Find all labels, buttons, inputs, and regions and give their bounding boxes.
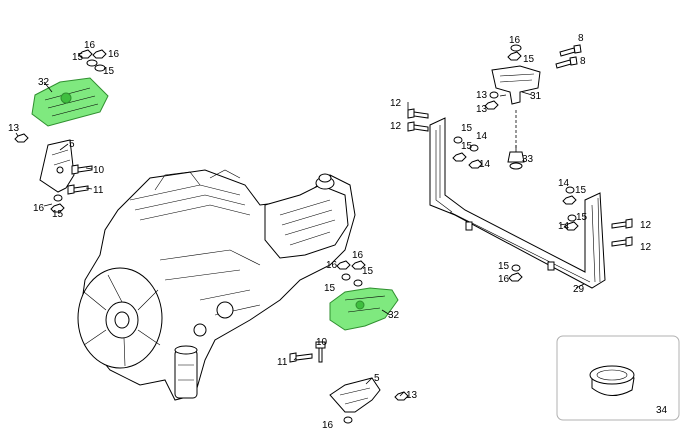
callout-10: 10 [93, 165, 105, 176]
callout-5: 5 [69, 139, 75, 150]
nut-cluster-middle [336, 260, 366, 287]
callout-33: 33 [522, 154, 534, 165]
callout-14: 14 [558, 178, 570, 189]
callout-14: 14 [558, 221, 570, 232]
callout-16: 16 [352, 250, 364, 261]
fasteners-top-right [484, 44, 582, 110]
bracket-5-bottom[interactable] [329, 377, 381, 413]
engine-mount-32-middle[interactable] [329, 287, 399, 331]
callout-13: 13 [8, 123, 20, 134]
callout-31: 31 [530, 91, 542, 102]
callout-16: 16 [84, 40, 96, 51]
callout-15: 15 [576, 212, 588, 223]
callout-16: 16 [326, 260, 338, 271]
callout-14: 14 [479, 159, 491, 170]
callout-29: 29 [573, 284, 585, 295]
callout-13: 13 [476, 90, 488, 101]
callout-32: 32 [388, 310, 400, 321]
inset-cap-34[interactable] [556, 335, 680, 421]
callout-15: 15 [461, 141, 473, 152]
callout-15: 15 [72, 52, 84, 63]
callout-34: 34 [656, 405, 668, 416]
fasteners-frame [407, 108, 633, 282]
callout-12: 12 [640, 242, 652, 253]
callout-14: 14 [476, 131, 488, 142]
callout-13: 13 [476, 104, 488, 115]
engine-mount-32-left[interactable] [31, 77, 109, 127]
callout-11: 11 [277, 357, 288, 368]
fasteners-left [14, 133, 93, 213]
callout-15: 15 [362, 266, 374, 277]
frame-29[interactable] [429, 117, 606, 289]
callout-15: 15 [523, 54, 535, 65]
callout-32: 32 [38, 77, 50, 88]
callout-12: 12 [640, 220, 652, 231]
callout-8: 8 [580, 56, 586, 67]
fan [77, 267, 163, 369]
callout-11: 11 [93, 185, 104, 196]
callout-16: 16 [322, 420, 334, 429]
fasteners-bottom [289, 341, 409, 424]
callout-15: 15 [52, 209, 64, 220]
bracket-5-left[interactable] [39, 139, 75, 193]
callout-12: 12 [390, 121, 402, 132]
leader-lines [15, 81, 585, 397]
callout-16: 16 [498, 274, 510, 285]
callout-15: 15 [498, 261, 510, 272]
callout-15: 15 [461, 123, 473, 134]
callout-5: 5 [374, 373, 380, 384]
callout-10: 10 [316, 337, 328, 348]
engine-assembly [77, 169, 356, 401]
callout-13: 13 [406, 390, 418, 401]
callout-labels: 16 16 15 15 32 13 5 10 11 16 15 16 16 15… [8, 33, 668, 429]
callout-16: 16 [33, 203, 45, 214]
callout-15: 15 [103, 66, 115, 77]
stud-33[interactable] [507, 110, 525, 170]
callout-16: 16 [509, 35, 521, 46]
callout-15: 15 [575, 185, 587, 196]
callout-8: 8 [578, 33, 584, 44]
callout-16: 16 [108, 49, 120, 60]
bracket-31[interactable] [491, 65, 541, 105]
callout-12: 12 [390, 98, 402, 109]
callout-15: 15 [324, 283, 336, 294]
nut-cluster-top-left [78, 49, 107, 72]
